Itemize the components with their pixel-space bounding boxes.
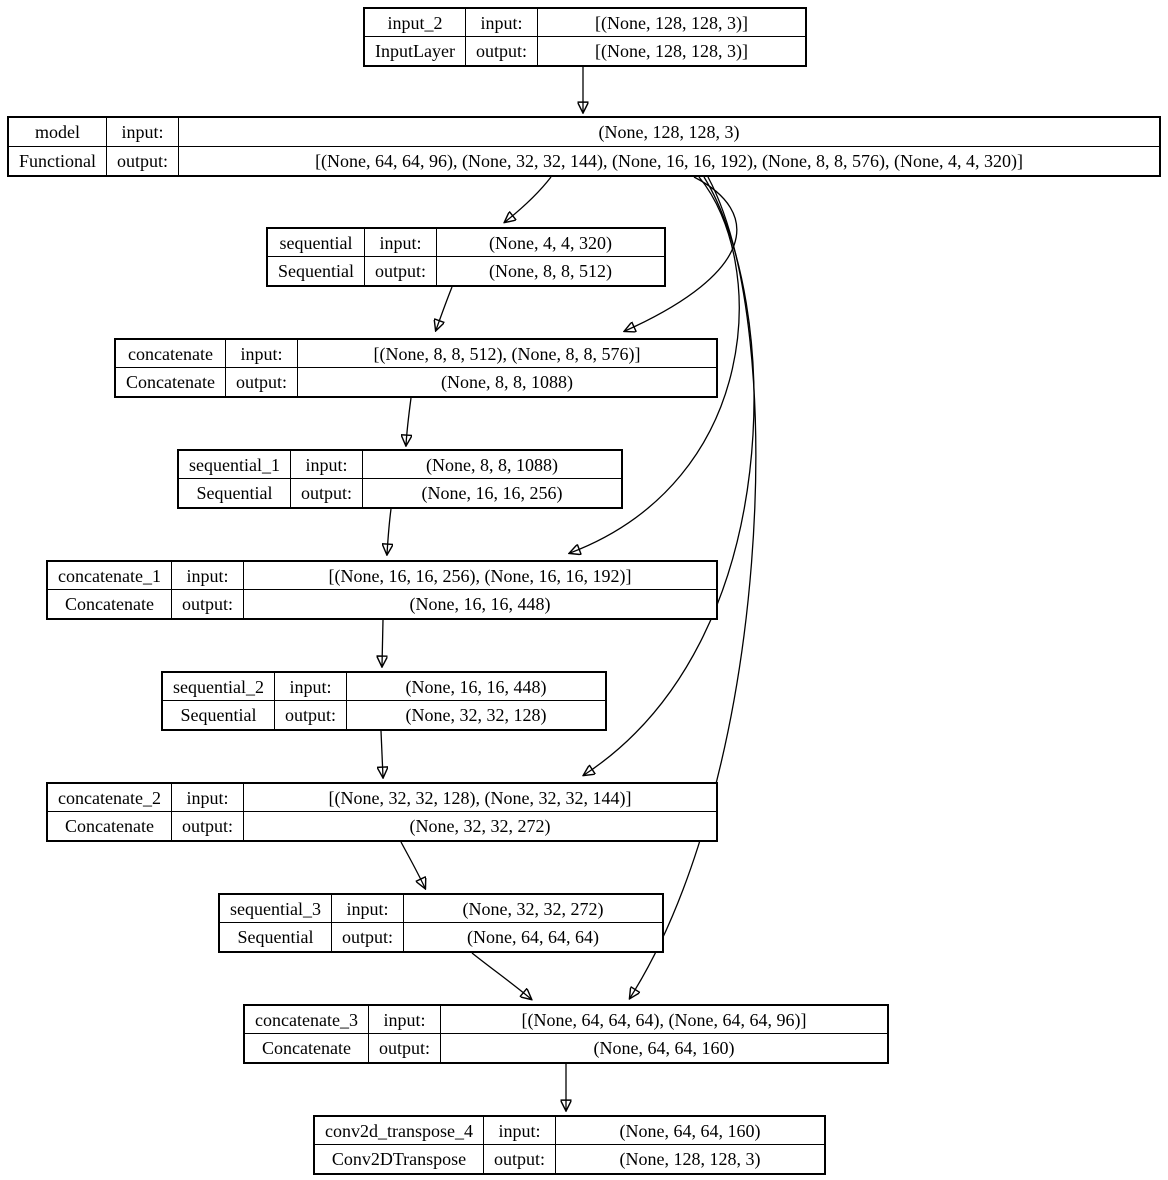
output-label: output:	[172, 590, 244, 618]
node-input_2: input_2 input: [(None, 128, 128, 3)] Inp…	[363, 7, 807, 67]
input-shape: (None, 64, 64, 160)	[556, 1117, 824, 1145]
output-shape: (None, 64, 64, 160)	[593, 1038, 735, 1058]
edge-sequential_3-to-concatenate_3	[471, 952, 531, 999]
input-shape: (None, 128, 128, 3)	[179, 118, 1159, 147]
output-shape: (None, 16, 16, 448)	[409, 594, 551, 614]
layer-name: concatenate_2	[48, 784, 172, 812]
edge-sequential-to-concatenate	[436, 286, 453, 330]
layer-name: concatenate_3	[245, 1006, 369, 1034]
input-label: input:	[107, 118, 180, 147]
edge-model-to-concatenate_1	[570, 176, 740, 553]
layer-name: sequential_1	[179, 451, 291, 479]
output-label: output:	[226, 368, 298, 396]
edge-model-to-concatenate_3	[630, 176, 757, 998]
node-sequential_3: sequential_3 input: (None, 32, 32, 272) …	[218, 893, 664, 953]
layer-type: Sequential	[179, 479, 291, 507]
input-label: input:	[225, 340, 298, 368]
output-label: output:	[332, 923, 404, 951]
output-shape: [(None, 64, 64, 96), (None, 32, 32, 144)…	[315, 150, 1023, 171]
layer-type: Concatenate	[245, 1034, 369, 1062]
input-shape: [(None, 16, 16, 256), (None, 16, 16, 192…	[243, 562, 716, 590]
output-label: output:	[365, 257, 437, 285]
layer-name: sequential	[268, 229, 365, 257]
input-shape: (None, 16, 16, 448)	[347, 673, 605, 701]
output-label: output:	[291, 479, 363, 507]
output-shape: (None, 32, 32, 128)	[405, 705, 547, 725]
edge-concatenate_1-to-sequential_2	[382, 619, 383, 666]
input-label: input:	[465, 9, 538, 37]
layer-name: model	[9, 118, 107, 147]
node-model: model input: (None, 128, 128, 3) Functio…	[7, 116, 1161, 177]
layer-type: Concatenate	[116, 368, 226, 396]
node-concatenate_3: concatenate_3 input: [(None, 64, 64, 64)…	[243, 1004, 889, 1064]
input-label: input:	[171, 562, 244, 590]
output-shape: [(None, 128, 128, 3)]	[595, 41, 748, 61]
input-shape: (None, 32, 32, 272)	[404, 895, 662, 923]
node-sequential_1: sequential_1 input: (None, 8, 8, 1088) S…	[177, 449, 623, 509]
input-label: input:	[331, 895, 404, 923]
input-shape: [(None, 128, 128, 3)]	[537, 9, 805, 37]
output-label: output:	[275, 701, 347, 729]
layer-type: Concatenate	[48, 812, 172, 840]
node-conv2d_transpose_4: conv2d_transpose_4 input: (None, 64, 64,…	[313, 1115, 826, 1175]
layer-name: sequential_2	[163, 673, 275, 701]
layer-type: InputLayer	[365, 37, 466, 65]
input-shape: (None, 8, 8, 1088)	[363, 451, 621, 479]
edge-sequential_1-to-concatenate_1	[387, 508, 391, 554]
input-label: input:	[364, 229, 437, 257]
layer-name: sequential_3	[220, 895, 332, 923]
input-shape: (None, 4, 4, 320)	[437, 229, 664, 257]
output-shape: (None, 128, 128, 3)	[619, 1149, 761, 1169]
layer-type: Sequential	[268, 257, 365, 285]
layer-type: Sequential	[163, 701, 275, 729]
input-shape: [(None, 32, 32, 128), (None, 32, 32, 144…	[243, 784, 716, 812]
output-shape: (None, 32, 32, 272)	[409, 816, 551, 836]
input-shape: [(None, 8, 8, 512), (None, 8, 8, 576)]	[297, 340, 716, 368]
node-concatenate: concatenate input: [(None, 8, 8, 512), (…	[114, 338, 718, 398]
layer-type: Conv2DTranspose	[315, 1145, 484, 1173]
output-shape: (None, 64, 64, 64)	[467, 927, 599, 947]
output-label: output:	[466, 37, 538, 65]
layer-type: Sequential	[220, 923, 332, 951]
output-label: output:	[107, 146, 180, 175]
input-shape: [(None, 64, 64, 64), (None, 64, 64, 96)]	[440, 1006, 887, 1034]
output-shape: (None, 16, 16, 256)	[421, 483, 563, 503]
layer-name: input_2	[365, 9, 466, 37]
edge-concatenate-to-sequential_1	[406, 397, 411, 445]
node-concatenate_2: concatenate_2 input: [(None, 32, 32, 128…	[46, 782, 718, 842]
layer-type: Functional	[9, 146, 107, 175]
layer-name: concatenate_1	[48, 562, 172, 590]
input-label: input:	[290, 451, 363, 479]
edge-concatenate_2-to-sequential_3	[400, 841, 425, 888]
input-label: input:	[483, 1117, 556, 1145]
output-shape: (None, 8, 8, 512)	[489, 261, 612, 281]
edge-sequential_2-to-concatenate_2	[381, 730, 383, 777]
node-concatenate_1: concatenate_1 input: [(None, 16, 16, 256…	[46, 560, 718, 620]
input-label: input:	[171, 784, 244, 812]
output-shape: (None, 8, 8, 1088)	[441, 372, 573, 392]
output-label: output:	[172, 812, 244, 840]
input-label: input:	[274, 673, 347, 701]
layer-name: concatenate	[116, 340, 226, 368]
layer-name: conv2d_transpose_4	[315, 1117, 484, 1145]
edge-model-to-sequential	[505, 176, 552, 222]
node-sequential_2: sequential_2 input: (None, 16, 16, 448) …	[161, 671, 607, 731]
layer-type: Concatenate	[48, 590, 172, 618]
node-sequential: sequential input: (None, 4, 4, 320) Sequ…	[266, 227, 666, 287]
input-label: input:	[368, 1006, 441, 1034]
output-label: output:	[484, 1145, 556, 1173]
output-label: output:	[369, 1034, 441, 1062]
